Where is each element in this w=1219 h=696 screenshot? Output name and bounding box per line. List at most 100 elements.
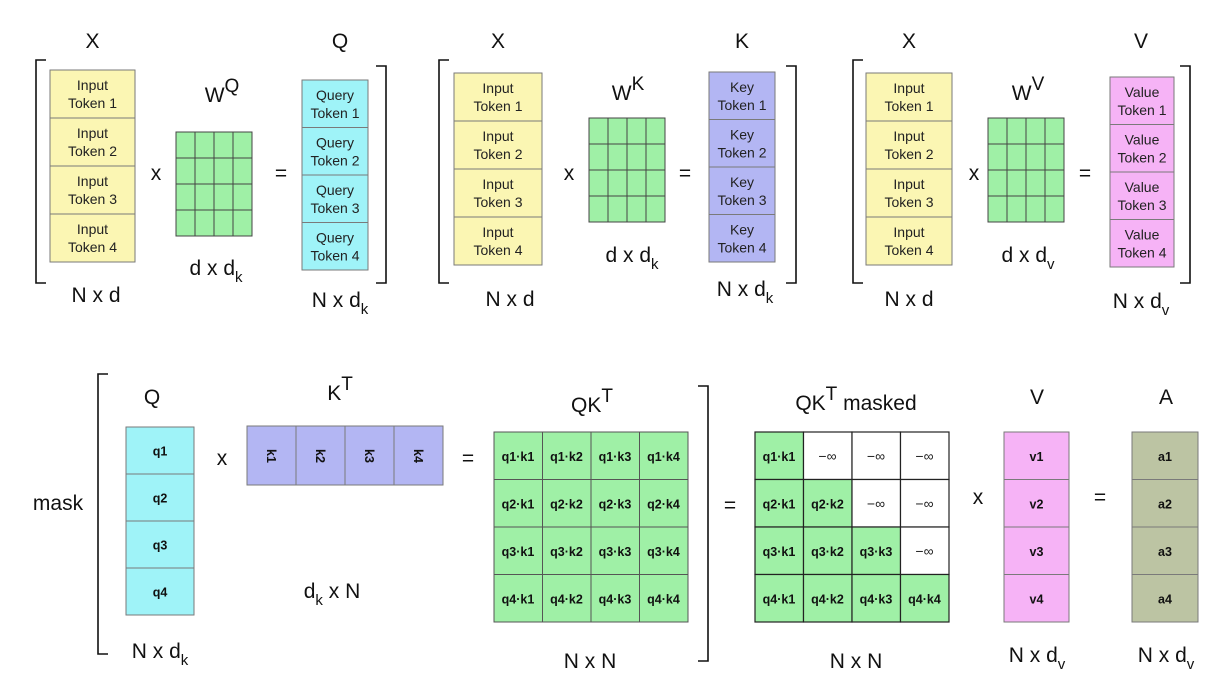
qkt-cell (542, 526, 592, 575)
q-dim-label: N x dk (132, 640, 189, 669)
value-output-label: V (1134, 30, 1148, 53)
matrix-x-label: X (491, 30, 505, 53)
masked-cell-label: q3·k3 (860, 545, 893, 559)
qkt-cell (542, 574, 592, 623)
qkt-cell (639, 431, 689, 480)
weight-matrix-cell (626, 143, 647, 171)
equals-sign: = (275, 162, 287, 185)
weight-matrix-cell (588, 169, 609, 197)
masked-inf-cell (851, 431, 902, 481)
weight-matrix-cell (1044, 143, 1065, 171)
input-dim-label: N x d (884, 288, 933, 311)
matrix-x-label: X (85, 30, 99, 53)
input-dim-label: N x d (485, 288, 534, 311)
masked-inf-cell (899, 526, 950, 576)
weight-matrix-cell (1025, 169, 1046, 197)
weight-matrix-cell (645, 143, 666, 171)
qkt-cell (590, 574, 640, 623)
input-token-stack-cell (49, 165, 136, 215)
kt-label: KT (327, 374, 353, 405)
qkt-cell-label: q1·k4 (647, 450, 680, 464)
query-token-stack-cell (301, 127, 369, 176)
key-token-stack-cell (708, 71, 776, 120)
weight-matrix-cell (987, 169, 1008, 197)
v-vector-stack-cell (1003, 526, 1070, 575)
kt-cell (295, 425, 346, 486)
q-vector-stack-cell-label: q1 (153, 445, 168, 459)
weight-matrix-cell (213, 131, 234, 159)
input-token-stack-cell (49, 213, 136, 263)
v-dim-label: N x dv (1009, 644, 1066, 673)
v-vector-stack-cell-label: v3 (1030, 545, 1044, 559)
weight-matrix-label: WQ (205, 76, 240, 107)
query-output-label: Q (332, 30, 348, 53)
kt-cell-label: k2 (313, 449, 327, 463)
a-vector-stack-cell (1131, 526, 1199, 575)
v-vector-stack-cell (1003, 479, 1070, 528)
a-vector-stack-cell (1131, 479, 1199, 528)
multiply-sign: x (564, 162, 575, 185)
qkt-cell-label: q3·k2 (550, 545, 583, 559)
weight-matrix-cell (1025, 143, 1046, 171)
masked-dim-label: N x N (830, 650, 883, 673)
input-token-stack-cell (865, 72, 953, 122)
qkt-cell (542, 479, 592, 528)
a-vector-stack-cell-label: a1 (1158, 450, 1172, 464)
weight-matrix-cell (194, 183, 215, 211)
q-vector-stack-cell-label: q3 (153, 539, 168, 553)
qkt-cell-label: q3·k3 (599, 545, 632, 559)
weight-matrix-cell (645, 117, 666, 145)
weight-matrix (987, 117, 1065, 223)
weight-matrix-cell (232, 183, 253, 211)
multiply-sign: x (151, 162, 162, 185)
masked-cell-label: q4·k2 (811, 593, 844, 607)
masked-score-cell (754, 431, 805, 481)
multiply-sign: x (217, 447, 228, 470)
masked-score-cell (851, 573, 902, 623)
weight-matrix-cell (987, 195, 1008, 223)
masked-score-cell (754, 526, 805, 576)
input-token-stack-cell (49, 117, 136, 167)
qkt-cell-label: q1·k3 (599, 450, 632, 464)
query-token-stack-cell (301, 174, 369, 223)
weight-matrix-cell (626, 195, 647, 223)
qkt-label: QKT (571, 386, 613, 417)
key-dim-label: N x dk (717, 278, 774, 307)
qkt-cell-label: q4·k2 (550, 593, 583, 607)
weight-matrix-cell (588, 195, 609, 223)
q-vector-stack-cell (125, 426, 195, 475)
masked-cell-label: −∞ (867, 448, 885, 464)
qkt-cell-label: q1·k2 (550, 450, 583, 464)
kt-cell-label: k1 (264, 449, 278, 463)
v-vector-stack-cell-label: v2 (1030, 497, 1044, 511)
qkt-cell (639, 574, 689, 623)
qkt-dim-label: N x N (564, 650, 617, 673)
weight-matrix-cell (987, 117, 1008, 145)
masked-cell-label: q3·k2 (811, 545, 844, 559)
weight-dim-label: d x dv (1001, 244, 1055, 273)
weight-matrix-label: WV (1012, 74, 1045, 105)
qkt-cell-label: q1·k1 (502, 450, 535, 464)
masked-cell-label: −∞ (818, 448, 836, 464)
mask-right-bracket (698, 385, 709, 662)
qkt-cell (590, 479, 640, 528)
a-vector-stack-cell (1131, 574, 1199, 623)
weight-matrix-cell (1006, 143, 1027, 171)
equals-sign: = (1094, 486, 1106, 509)
weight-matrix-cell (607, 117, 628, 145)
qkt-cell (493, 431, 543, 480)
